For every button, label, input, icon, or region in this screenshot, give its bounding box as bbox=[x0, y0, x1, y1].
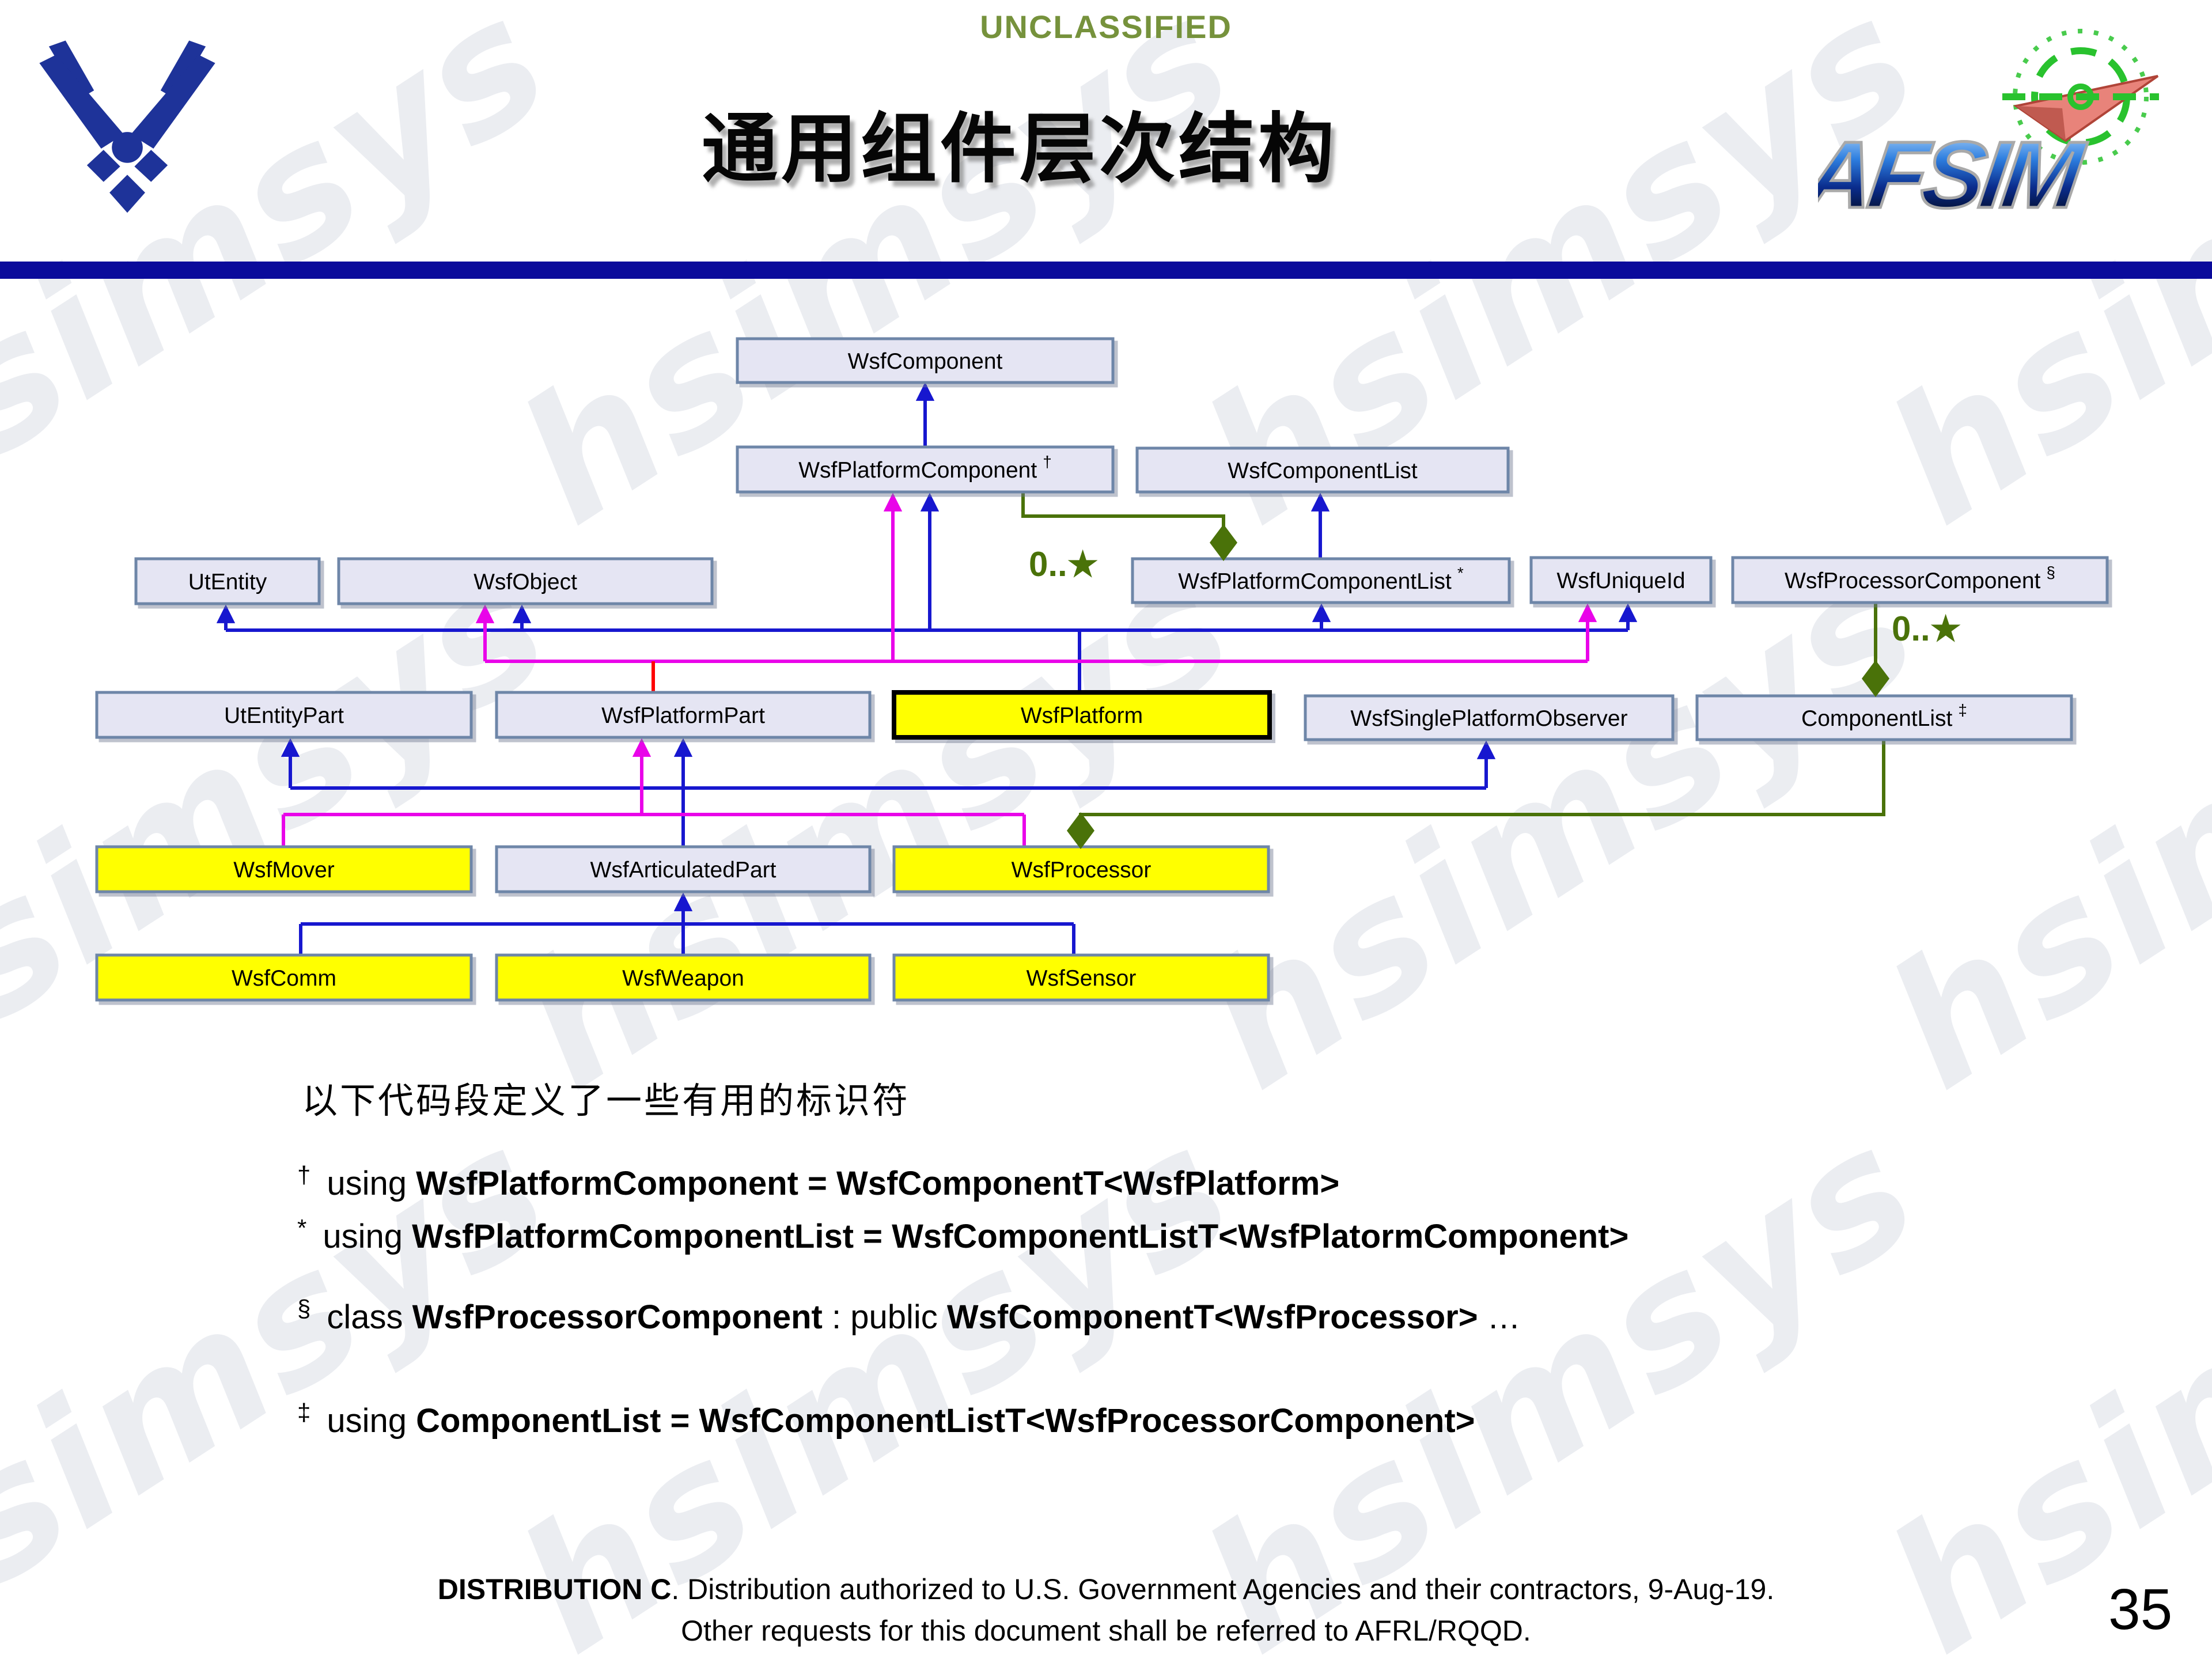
aggregation-diamond-icon bbox=[1862, 660, 1889, 697]
class-box-wsf-single-platform-observer bbox=[1304, 694, 1675, 741]
class-box-ut-entity bbox=[134, 557, 321, 605]
afsim-reticle-icon bbox=[2002, 29, 2159, 165]
class-box-label-wsf-mover: WsfMover bbox=[233, 858, 335, 882]
air-force-logo-icon bbox=[39, 40, 215, 213]
notes-intro: 以下代码段定义了一些有用的标识符 bbox=[302, 1081, 910, 1121]
connector-green bbox=[1079, 740, 1885, 817]
class-box-ut-entity-part bbox=[95, 691, 473, 739]
class-box-wsf-comm bbox=[95, 953, 473, 1002]
class-box-wsf-platform-component-list bbox=[1131, 557, 1511, 604]
class-box-label-wsf-platform-component: WsfPlatformComponent† bbox=[798, 453, 1052, 483]
class-box-label-wsf-processor-component: WsfProcessorComponent§ bbox=[1785, 563, 2055, 593]
class-box-label-ut-entity-part: UtEntityPart bbox=[224, 703, 344, 728]
multiplicity-label: 0..★ bbox=[1892, 609, 1961, 648]
class-box-wsf-unique-id bbox=[1529, 556, 1713, 604]
class-box-wsf-platform-component bbox=[736, 445, 1115, 494]
class-box-label-wsf-platform-component-list: WsfPlatformComponentList* bbox=[1178, 564, 1464, 594]
divider-bar bbox=[0, 262, 2212, 279]
aggregation-diamond-icon bbox=[1067, 812, 1094, 849]
class-box-label-wsf-comm: WsfComm bbox=[232, 966, 336, 991]
class-box-label-wsf-weapon: WsfWeapon bbox=[622, 966, 744, 991]
class-box-wsf-processor-component bbox=[1731, 556, 2109, 604]
aggregation-diamond-icon bbox=[1210, 524, 1237, 561]
footnote-marker: * bbox=[297, 1215, 307, 1242]
class-box-label-wsf-platform: WsfPlatform bbox=[1021, 703, 1143, 728]
class-box-wsf-articulated-part bbox=[495, 845, 872, 893]
class-box-label-component-list: ComponentList‡ bbox=[1801, 701, 1967, 731]
class-box-wsf-sensor bbox=[892, 953, 1270, 1002]
class-box-wsf-component-list bbox=[1135, 446, 1510, 494]
class-box-wsf-weapon bbox=[495, 953, 872, 1002]
page-title: 通用组件层次结构 bbox=[702, 106, 1338, 191]
class-box-label-wsf-object: WsfObject bbox=[474, 570, 577, 594]
note-line-asterisk: *using WsfPlatformComponentList = WsfCom… bbox=[297, 1215, 1629, 1256]
class-box-wsf-component bbox=[736, 337, 1115, 384]
connector-green bbox=[1021, 492, 1225, 528]
afsim-logo-text: AFSIM bbox=[1818, 122, 2091, 228]
note-line-section: §class WsfProcessorComponent : public Ws… bbox=[297, 1296, 1521, 1336]
footnote-marker: ‡ bbox=[297, 1400, 311, 1426]
classification-banner: UNCLASSIFIED bbox=[980, 9, 1232, 45]
class-box-wsf-platform-part bbox=[495, 691, 872, 739]
note-line-dagger: †using WsfPlatformComponent = WsfCompone… bbox=[297, 1162, 1340, 1203]
class-box-label-wsf-processor: WsfProcessor bbox=[1012, 858, 1152, 882]
class-box-label-ut-entity: UtEntity bbox=[188, 570, 267, 594]
note-line-double-dagger: ‡using ComponentList = WsfComponentListT… bbox=[297, 1400, 1475, 1440]
class-box-wsf-platform bbox=[892, 690, 1272, 740]
multiplicity-label: 0..★ bbox=[1029, 545, 1099, 584]
class-box-label-wsf-component: WsfComponent bbox=[848, 349, 1003, 374]
afsim-logo-icon: AFSIM bbox=[1818, 29, 2159, 229]
class-box-wsf-object bbox=[337, 557, 714, 605]
footnote-marker: § bbox=[297, 1296, 311, 1323]
class-box-label-wsf-single-platform-observer: WsfSinglePlatformObserver bbox=[1350, 706, 1627, 731]
class-box-label-wsf-articulated-part: WsfArticulatedPart bbox=[590, 858, 777, 882]
class-box-label-wsf-component-list: WsfComponentList bbox=[1228, 459, 1418, 483]
class-box-label-wsf-unique-id: WsfUniqueId bbox=[1556, 569, 1685, 593]
footnote-marker: † bbox=[297, 1162, 311, 1189]
class-box-wsf-mover bbox=[95, 845, 473, 893]
class-box-component-list bbox=[1695, 694, 2073, 741]
page-number: 35 bbox=[2108, 1577, 2173, 1642]
distribution-statement: DISTRIBUTION C. Distribution authorized … bbox=[437, 1574, 1775, 1648]
class-box-label-wsf-sensor: WsfSensor bbox=[1027, 966, 1137, 991]
class-box-label-wsf-platform-part: WsfPlatformPart bbox=[601, 703, 765, 728]
